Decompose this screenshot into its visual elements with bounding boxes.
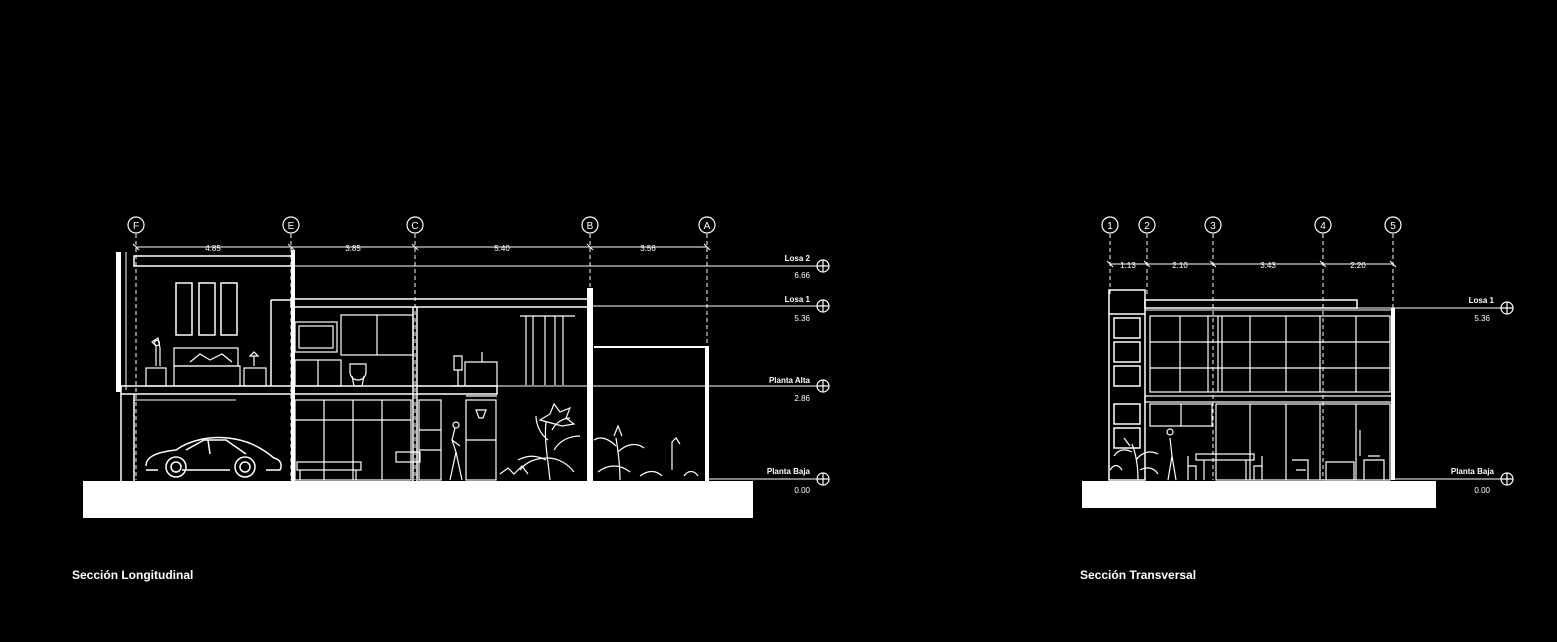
upper-glazing <box>1149 315 1391 393</box>
span-label: 3.85 <box>345 244 361 253</box>
axis-bubbles <box>127 216 716 234</box>
axis-bubble-E <box>282 216 300 234</box>
axis-bubble-B <box>581 216 599 234</box>
parapet-wall <box>116 252 121 392</box>
level-name: Losa 1 <box>1469 296 1495 305</box>
level-value: 0.00 <box>1474 486 1490 495</box>
axis-label-E: E <box>288 221 295 232</box>
level-markers <box>1500 301 1514 486</box>
level-name: Planta Alta <box>769 376 811 385</box>
dining-furniture <box>1166 428 1385 481</box>
span-label: 2.20 <box>1350 261 1366 270</box>
level-value: 5.36 <box>1474 314 1490 323</box>
ground-slab <box>1082 481 1436 508</box>
axis-label-C: C <box>411 221 418 232</box>
stair-tower <box>1108 289 1146 481</box>
study-room <box>452 315 575 387</box>
level-name: Planta Baja <box>1451 467 1495 476</box>
garden-plants <box>499 402 699 481</box>
roof-slab-upper <box>133 255 295 267</box>
span-label: 3.56 <box>640 244 656 253</box>
axis-bubble-2 <box>1138 216 1156 234</box>
axis-bubble-C <box>406 216 424 234</box>
axis-label-5: 5 <box>1390 221 1396 232</box>
tropical-plant <box>1109 437 1159 481</box>
transversal-section: 1 2 3 4 5 1.13 2.10 3.43 2.20 <box>1082 216 1514 508</box>
level-value: 0.00 <box>794 486 810 495</box>
roof-slab <box>1144 299 1358 309</box>
level-name: Losa 1 <box>785 295 811 304</box>
axis-bubble-4 <box>1314 216 1332 234</box>
span-label: 3.43 <box>1260 261 1276 270</box>
level-name: Losa 2 <box>785 254 811 263</box>
axis-label-B: B <box>587 221 594 232</box>
axis-bubble-5 <box>1384 216 1402 234</box>
level-markers <box>816 259 830 486</box>
axis-bubble-1 <box>1101 216 1119 234</box>
axis-bubble-A <box>698 216 716 234</box>
axis-label-3: 3 <box>1210 221 1216 232</box>
axis-bubbles <box>1101 216 1402 234</box>
floor-slab <box>1144 395 1394 403</box>
level-name: Planta Baja <box>767 467 811 476</box>
axis-label-2: 2 <box>1144 221 1150 232</box>
bedroom-windows <box>175 282 291 386</box>
axis-label-F: F <box>133 221 139 232</box>
axis-label-4: 4 <box>1320 221 1326 232</box>
garage-car <box>145 436 282 478</box>
ground-slab <box>83 481 753 518</box>
roof-slab-lower <box>290 298 590 308</box>
living-glazing <box>294 399 412 481</box>
level-value: 2.86 <box>794 394 810 403</box>
axis-grid-lines <box>135 234 708 480</box>
level-value: 6.66 <box>794 271 810 280</box>
axis-label-A: A <box>704 221 711 232</box>
bed-furniture <box>145 337 267 387</box>
axis-grid-lines <box>1109 234 1394 480</box>
longitudinal-section: F E C B A 4.85 3.85 5.40 3.56 <box>83 216 830 518</box>
lower-glazing <box>1149 403 1391 481</box>
level-value: 5.36 <box>794 314 810 323</box>
transversal-section-title: Sección Transversal <box>1080 568 1197 582</box>
span-label: 2.10 <box>1172 261 1188 270</box>
level-lines <box>1356 307 1502 480</box>
longitudinal-section-title: Sección Longitudinal <box>72 568 194 582</box>
axis-label-1: 1 <box>1107 221 1113 232</box>
axis-bubble-3 <box>1204 216 1222 234</box>
span-label: 5.40 <box>494 244 510 253</box>
floor-slab-upper <box>120 385 498 395</box>
span-label: 1.13 <box>1120 261 1136 270</box>
axis-bubble-F <box>127 216 145 234</box>
span-label: 4.85 <box>205 244 221 253</box>
kitchen-area <box>395 395 497 481</box>
bathroom-fixtures <box>294 314 414 387</box>
level-lines <box>291 265 818 480</box>
